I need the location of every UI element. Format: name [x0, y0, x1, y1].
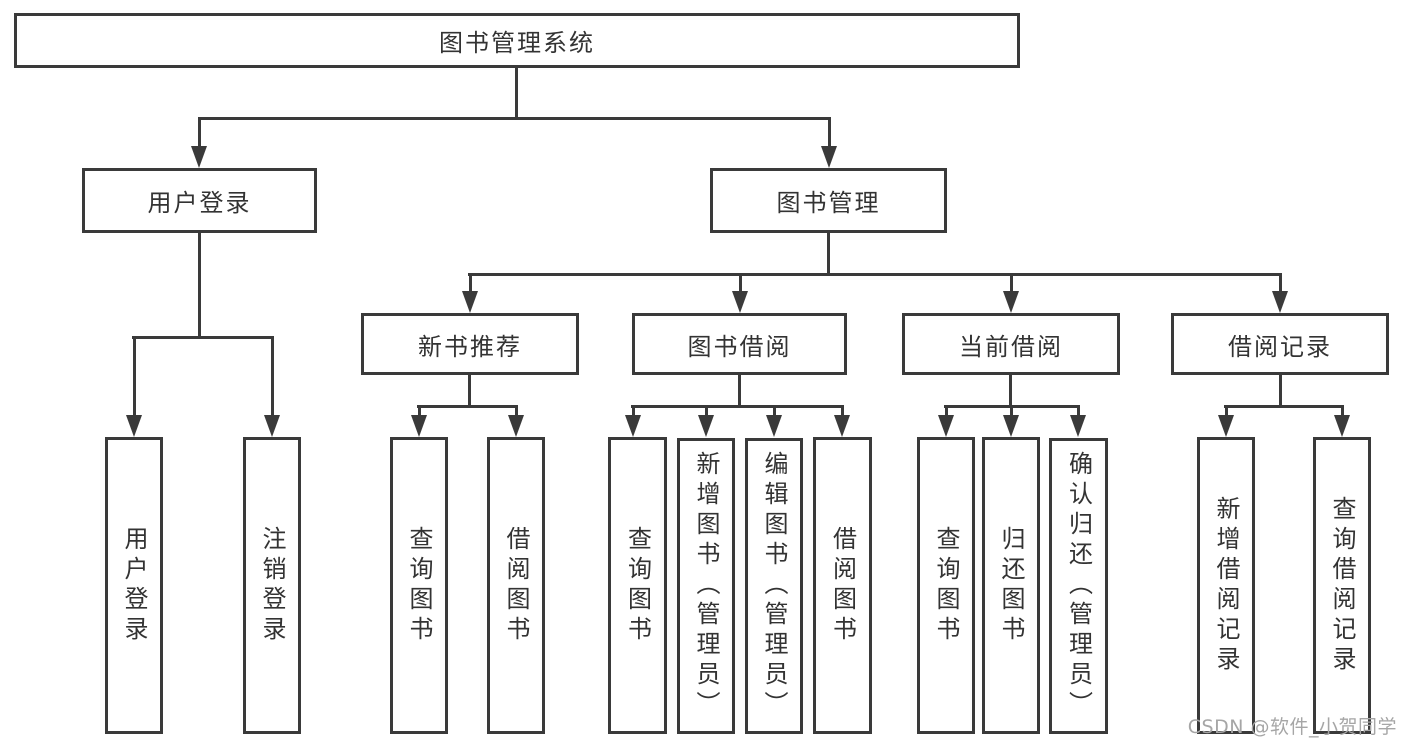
node-new-book-recommend: 新书推荐	[361, 313, 579, 375]
node-current-borrowing: 当前借阅	[902, 313, 1120, 375]
arrow-down-icon	[732, 291, 748, 313]
leaf-bb-query-books-label: 查询图书	[623, 525, 652, 646]
connector-stem	[198, 117, 201, 147]
connector-branch	[631, 405, 843, 408]
arrow-down-icon	[1003, 415, 1019, 437]
connector-stem	[469, 273, 472, 293]
node-root-label: 图书管理系统	[439, 29, 595, 57]
connector-stem	[1225, 405, 1228, 417]
node-user-login: 用户登录	[82, 168, 317, 233]
connector-stem	[827, 233, 830, 275]
arrow-down-icon	[264, 415, 280, 437]
leaf-bb-borrow-books: 借阅图书	[813, 437, 872, 734]
leaf-nb-query-books: 查询图书	[390, 437, 448, 734]
connector-stem	[1279, 273, 1282, 293]
connector-stem	[1077, 405, 1080, 417]
connector-stem	[1279, 375, 1282, 407]
leaf-logout: 注销登录	[243, 437, 301, 734]
node-book-management-label: 图书管理	[776, 189, 881, 217]
arrow-down-icon	[938, 415, 954, 437]
connector-branch	[468, 273, 1282, 276]
arrow-down-icon	[625, 415, 641, 437]
node-root: 图书管理系统	[14, 13, 1020, 68]
connector-stem	[515, 405, 518, 417]
connector-stem	[705, 405, 708, 417]
node-book-borrowing-label: 图书借阅	[687, 332, 792, 361]
leaf-cb-confirm-return-admin-label: 确认归还（管理员）	[1064, 451, 1093, 721]
connector-stem	[1010, 273, 1013, 293]
leaf-user-login: 用户登录	[105, 437, 163, 734]
arrow-down-icon	[1070, 415, 1086, 437]
arrow-down-icon	[462, 291, 478, 313]
leaf-nb-borrow-books-label: 借阅图书	[502, 525, 530, 646]
connector-stem	[773, 405, 776, 417]
leaf-bb-query-books: 查询图书	[608, 437, 667, 734]
connector-stem	[945, 405, 948, 417]
arrow-down-icon	[508, 415, 524, 437]
leaf-bb-add-books-admin-label: 新增图书（管理员）	[692, 451, 720, 721]
connector-stem	[739, 273, 742, 293]
leaf-cb-return-books-label: 归还图书	[997, 525, 1025, 646]
leaf-cb-query-books-label: 查询图书	[932, 525, 960, 646]
leaf-bb-borrow-books-label: 借阅图书	[828, 525, 857, 646]
connector-stem	[841, 405, 844, 417]
leaf-cb-confirm-return-admin: 确认归还（管理员）	[1049, 438, 1108, 734]
arrow-down-icon	[1003, 291, 1019, 313]
leaf-nb-query-books-label: 查询图书	[405, 525, 433, 646]
connector-root-branch	[198, 117, 831, 120]
leaf-cb-query-books: 查询图书	[917, 437, 975, 734]
arrow-down-icon	[1272, 291, 1288, 313]
arrow-down-icon	[821, 146, 837, 168]
arrow-down-icon	[698, 415, 714, 437]
leaf-br-query-record: 查询借阅记录	[1313, 437, 1371, 734]
connector-stem	[1009, 375, 1012, 407]
arrow-down-icon	[766, 415, 782, 437]
connector-stem	[828, 117, 831, 147]
connector-stem	[1341, 405, 1344, 417]
arrow-down-icon	[126, 415, 142, 437]
leaf-cb-return-books: 归还图书	[982, 437, 1040, 734]
connector-branch	[132, 336, 274, 339]
leaf-bb-edit-books-admin-label: 编辑图书（管理员）	[760, 451, 788, 721]
connector-stem	[468, 375, 471, 407]
leaf-logout-label: 注销登录	[258, 525, 286, 646]
arrow-down-icon	[1334, 415, 1350, 437]
node-borrow-records: 借阅记录	[1171, 313, 1389, 375]
leaf-br-add-record-label: 新增借阅记录	[1212, 495, 1240, 676]
connector-stem	[1010, 405, 1013, 417]
node-book-borrowing: 图书借阅	[632, 313, 847, 375]
arrow-down-icon	[191, 146, 207, 168]
connector-stem	[418, 405, 421, 417]
node-user-login-label: 用户登录	[147, 189, 252, 217]
node-borrow-records-label: 借阅记录	[1228, 332, 1332, 361]
connector-stem	[271, 336, 274, 416]
connector-branch	[417, 405, 517, 408]
arrow-down-icon	[1218, 415, 1234, 437]
csdn-watermark: CSDN @软件_小贺同学	[1187, 716, 1397, 738]
connector-stem	[738, 375, 741, 407]
leaf-bb-add-books-admin: 新增图书（管理员）	[677, 438, 735, 734]
connector-stem	[632, 405, 635, 417]
leaf-bb-edit-books-admin: 编辑图书（管理员）	[745, 438, 803, 734]
connector-stem	[198, 233, 201, 338]
leaf-user-login-label: 用户登录	[120, 525, 148, 646]
node-current-borrowing-label: 当前借阅	[959, 332, 1063, 361]
arrow-down-icon	[834, 415, 850, 437]
leaf-br-query-record-label: 查询借阅记录	[1328, 495, 1356, 676]
connector-stem	[133, 336, 136, 416]
connector-root-stem	[515, 68, 518, 117]
node-book-management: 图书管理	[710, 168, 947, 233]
arrow-down-icon	[411, 415, 427, 437]
leaf-br-add-record: 新增借阅记录	[1197, 437, 1255, 734]
node-new-book-recommend-label: 新书推荐	[418, 332, 522, 361]
connector-branch	[1224, 405, 1344, 408]
leaf-nb-borrow-books: 借阅图书	[487, 437, 545, 734]
